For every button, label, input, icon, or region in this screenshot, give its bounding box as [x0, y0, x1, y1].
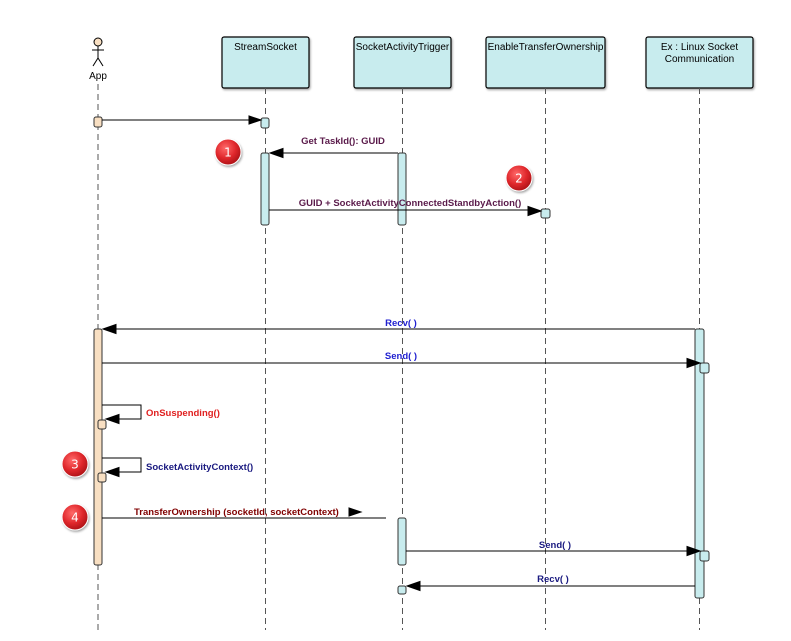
arrowhead-icon — [405, 580, 421, 592]
lifeline-head-linux-socket[interactable]: Ex : Linux Socket Communication — [645, 36, 754, 89]
message-label: OnSuspending() — [146, 408, 220, 419]
message-recv-to-app[interactable] — [101, 323, 695, 335]
lifeline-label: SocketActivityTrigger — [356, 42, 450, 53]
activation-trigger-3 — [397, 585, 407, 595]
step-badge-2: 2 — [505, 164, 533, 192]
activation-streamsocket-1 — [260, 117, 270, 129]
step-badge-4: 4 — [61, 503, 89, 531]
arrowhead-icon — [686, 357, 702, 369]
message-get-taskid[interactable] — [268, 147, 398, 159]
message-transferownership[interactable] — [102, 507, 386, 519]
arrowhead-icon — [268, 147, 284, 159]
actor-app[interactable]: App — [89, 37, 107, 82]
actor-label: App — [89, 71, 107, 82]
arrowhead-icon — [101, 323, 117, 335]
message-send-to-linux[interactable] — [102, 357, 702, 369]
message-socketactivitycontext-self[interactable] — [102, 457, 142, 478]
step-badge-1: 1 — [214, 138, 242, 166]
lifeline-head-streamsocket[interactable]: StreamSocket — [221, 36, 310, 89]
activation-app-3 — [97, 419, 107, 430]
message-label: GUID + SocketActivityConnectedStandbyAct… — [299, 198, 522, 209]
message-label: Send( ) — [385, 351, 417, 362]
message-label: Send( ) — [539, 540, 571, 551]
message-send-trigger-to-linux[interactable] — [406, 545, 702, 557]
activation-linux-1 — [694, 328, 705, 599]
activation-trigger-2 — [397, 517, 407, 566]
svg-text:3: 3 — [71, 458, 79, 472]
svg-text:2: 2 — [515, 172, 523, 186]
message-recv-linux-to-trigger[interactable] — [405, 580, 695, 592]
svg-text:1: 1 — [224, 146, 232, 160]
arrowhead-icon — [248, 115, 263, 125]
arrowhead-icon — [104, 466, 120, 478]
message-onsuspending-self[interactable] — [102, 404, 142, 425]
activation-app-4 — [97, 472, 107, 483]
message-guid-standby-action[interactable] — [269, 205, 543, 217]
lifeline-head-enabletransferownership[interactable]: EnableTransferOwnership — [485, 36, 606, 89]
arrowhead-icon — [104, 413, 120, 425]
activation-enable-1 — [540, 208, 551, 219]
message-label: Recv( ) — [385, 318, 417, 329]
lifeline-label-line1: Ex : Linux Socket — [661, 42, 738, 53]
lifeline-label-line2: Communication — [665, 54, 734, 65]
arrowhead-icon — [348, 507, 363, 517]
message-label: Get TaskId(): GUID — [301, 136, 385, 147]
message-label: SocketActivityContext() — [146, 462, 253, 473]
activation-app-1 — [93, 116, 103, 128]
activation-linux-2 — [699, 362, 710, 374]
message-app-to-streamsocket[interactable] — [102, 115, 263, 125]
arrowhead-icon — [686, 545, 702, 557]
svg-text:4: 4 — [71, 511, 79, 525]
lifeline-label: EnableTransferOwnership — [488, 42, 604, 53]
lifeline-label: StreamSocket — [234, 42, 297, 53]
step-badge-3: 3 — [61, 450, 89, 478]
lifeline-head-socketactivitytrigger[interactable]: SocketActivityTrigger — [353, 36, 452, 89]
activation-streamsocket-2 — [260, 152, 270, 226]
activation-linux-3 — [699, 550, 710, 562]
arrowhead-icon — [527, 205, 543, 217]
stick-figure-actor-icon — [92, 37, 104, 67]
message-label: Recv( ) — [537, 574, 569, 585]
activation-trigger-1 — [397, 152, 407, 226]
activation-app-2 — [93, 328, 103, 566]
message-label: TransferOwnership (socketId, socketConte… — [134, 507, 339, 518]
